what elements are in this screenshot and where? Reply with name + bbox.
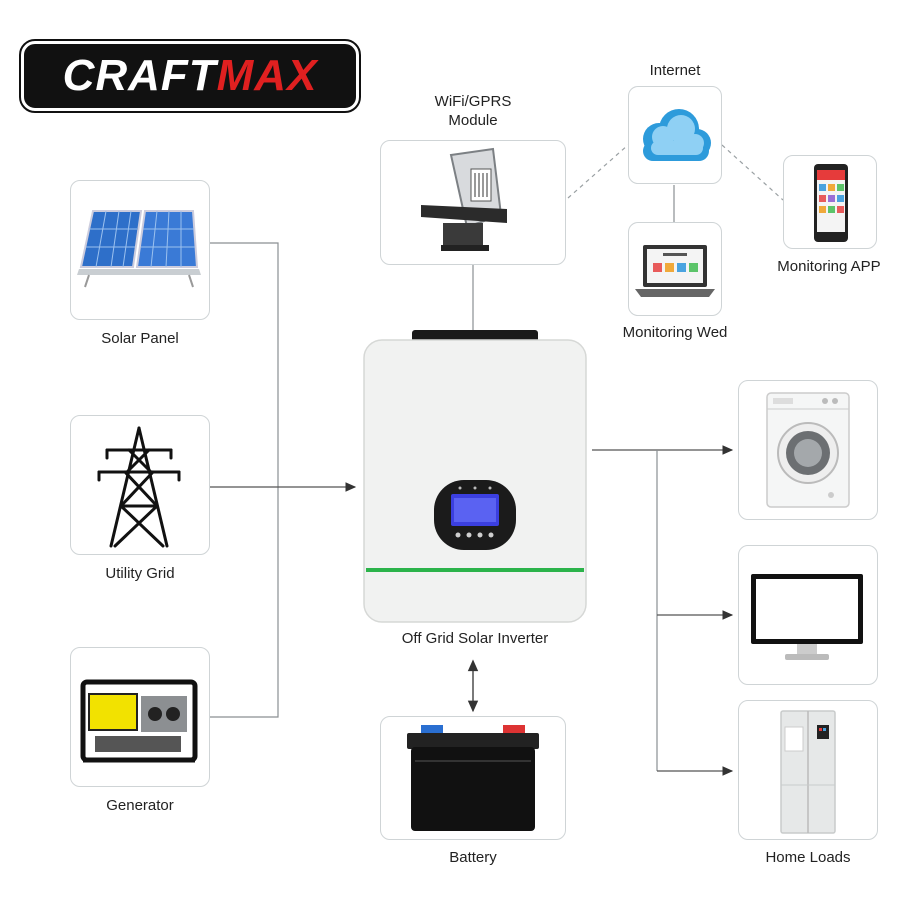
monitoring-app-card xyxy=(783,155,877,249)
inverter-icon xyxy=(363,330,587,623)
monitoring-web-card xyxy=(628,222,722,316)
home-loads-label: Home Loads xyxy=(765,849,851,866)
smartphone-icon xyxy=(814,164,848,242)
monitor-icon xyxy=(751,574,863,660)
brand-logo-part2: MAX xyxy=(216,51,318,100)
refrigerator-card xyxy=(738,700,878,840)
internet-card xyxy=(628,86,722,184)
refrigerator-icon xyxy=(780,710,836,834)
transmission-tower-icon xyxy=(97,426,181,548)
solar-panel-card xyxy=(70,180,210,320)
utility-grid-card xyxy=(70,415,210,555)
solar-panel-icon xyxy=(77,210,201,288)
utility-grid-label: Utility Grid xyxy=(105,565,175,582)
network-dashed-lines xyxy=(567,144,784,201)
generator-card xyxy=(70,647,210,787)
battery-icon xyxy=(407,725,539,831)
internet-label: Internet xyxy=(649,62,701,79)
wifi-module-label-text: WiFi/GPRS Module xyxy=(434,93,512,129)
battery-card xyxy=(380,716,566,840)
generator-icon xyxy=(80,679,198,763)
wifi-module-card xyxy=(380,140,566,265)
wifi-module-icon xyxy=(421,147,507,251)
washing-machine-card xyxy=(738,380,878,520)
wifi-module-label: WiFi/GPRS Module xyxy=(380,92,566,130)
washing-machine-icon xyxy=(766,392,850,508)
brand-logo-part1: CRAFT xyxy=(62,51,217,100)
monitoring-web-label: Monitoring Wed xyxy=(622,324,728,341)
output-wires xyxy=(592,445,734,776)
monitoring-app-label: Monitoring APP xyxy=(777,258,881,275)
solar-panel-label: Solar Panel xyxy=(101,330,179,347)
monitor-card xyxy=(738,545,878,685)
laptop-icon xyxy=(635,245,715,297)
battery-label: Battery xyxy=(449,849,497,866)
generator-label: Generator xyxy=(106,797,174,814)
inverter-label: Off Grid Solar Inverter xyxy=(401,630,549,647)
cloud-icon xyxy=(643,109,711,161)
input-wires xyxy=(210,242,357,718)
